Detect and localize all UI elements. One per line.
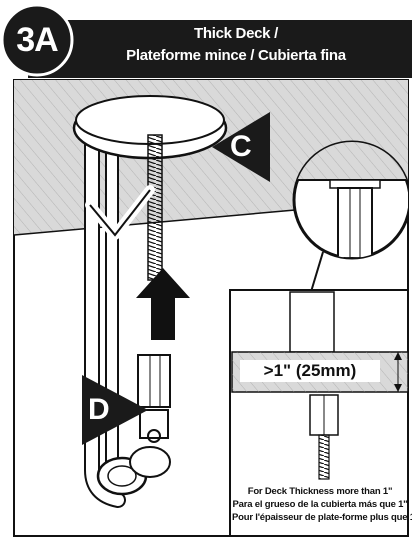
header-bar [28, 20, 412, 78]
header-title-line2: Plateforme mince / Cubierta fina [126, 47, 346, 64]
callout-c-label: C [230, 130, 252, 163]
note-spanish: Para el grueso de la cubierta más que 1" [232, 499, 408, 510]
supply-hose [86, 114, 124, 506]
step-badge [0, 3, 74, 77]
callout-c-marker [212, 112, 270, 182]
deck-thickness-measurement: >1" (25mm) [240, 360, 380, 382]
note-english: For Deck Thickness more than 1" [247, 486, 393, 497]
hex-nut [137, 354, 171, 408]
callout-d-marker [82, 375, 148, 445]
callout-d-label: D [88, 393, 110, 426]
step-number: 3A [16, 21, 58, 59]
header-title-line1: Thick Deck / [194, 25, 278, 42]
note-french: Pour l'épaisseur de plate-forme plus que… [232, 512, 412, 523]
threaded-shank [147, 134, 163, 281]
up-arrow-icon [136, 268, 190, 340]
